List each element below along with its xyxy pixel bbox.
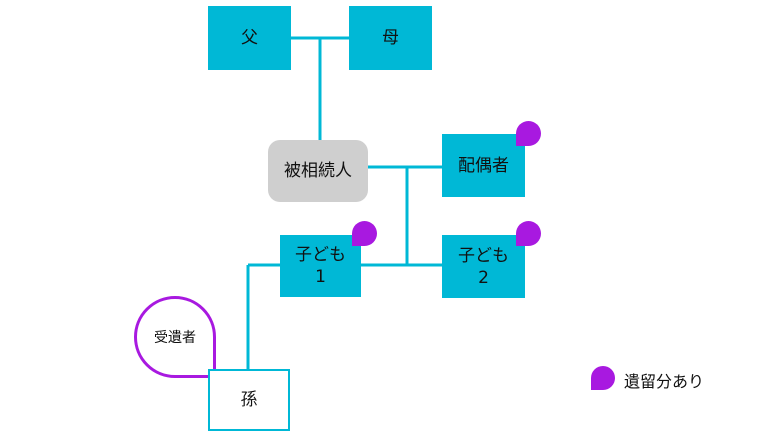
legatee-bubble: 受遺者 — [134, 296, 216, 378]
child1-label: 子ども — [295, 245, 346, 265]
spouse-box: 配偶者 — [442, 134, 525, 197]
child2-label: 子ども — [458, 245, 509, 266]
father-label: 父 — [241, 28, 258, 48]
child2-number: 2 — [478, 267, 489, 288]
legend-label: 遺留分あり — [624, 372, 705, 391]
mother-box: 母 — [349, 6, 432, 70]
legend-badge-icon — [591, 366, 615, 390]
decedent-box: 被相続人 — [268, 140, 368, 202]
child1-forced-share-badge-icon — [352, 221, 377, 246]
grandchild-box: 孫 — [208, 369, 290, 431]
child2-box: 子ども 2 — [442, 235, 525, 298]
spouse-label: 配偶者 — [458, 155, 509, 176]
mother-label: 母 — [382, 28, 399, 48]
spouse-forced-share-badge-icon — [516, 121, 541, 146]
legatee-label: 受遺者 — [154, 330, 196, 346]
child1-box: 子ども 1 — [280, 235, 361, 297]
child1-number: 1 — [315, 267, 326, 287]
child2-forced-share-badge-icon — [516, 221, 541, 246]
grandchild-label: 孫 — [240, 390, 258, 410]
decedent-label: 被相続人 — [284, 161, 352, 181]
father-box: 父 — [208, 6, 291, 70]
